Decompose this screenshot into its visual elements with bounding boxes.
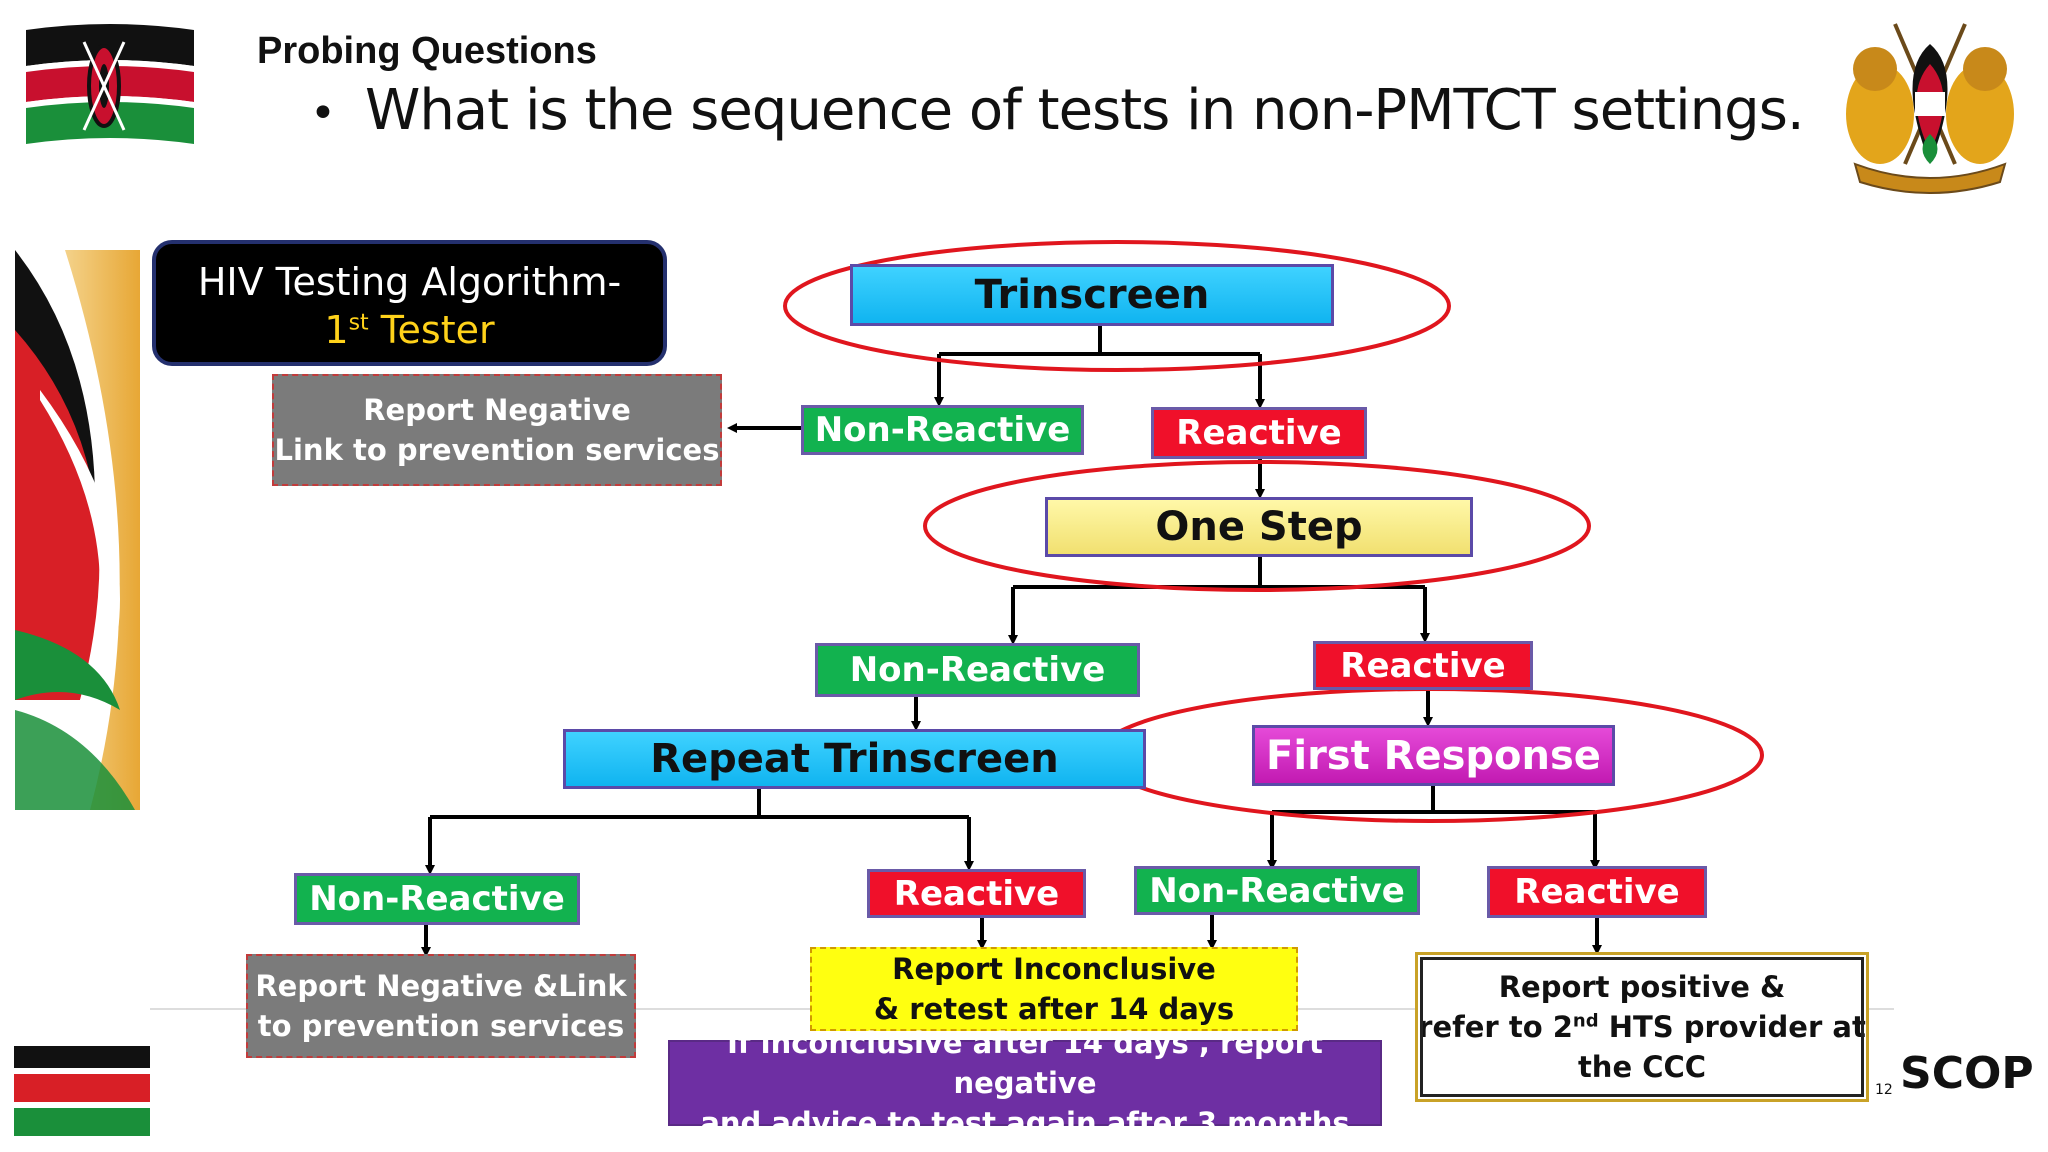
non-reactive-badge-4: Non-Reactive <box>1134 866 1420 915</box>
probing-question: What is the sequence of tests in non-PMT… <box>365 78 1805 143</box>
algorithm-title-line2: 1st Tester <box>324 308 495 352</box>
coat-of-arms-emblem <box>1835 14 2025 194</box>
one-step-box: One Step <box>1045 497 1473 557</box>
bullet-dot: • <box>310 88 336 139</box>
first-response-box: First Response <box>1252 725 1615 786</box>
report-negative-link-box: Report Negative &Link to prevention serv… <box>246 954 636 1058</box>
decorative-swoosh <box>10 250 140 810</box>
algorithm-title-line1: HIV Testing Algorithm- <box>197 260 622 304</box>
trinscreen-box: Trinscreen <box>850 264 1334 326</box>
highlight-ellipse-trinscreen <box>783 240 1451 372</box>
report-negative-box: Report Negative Link to prevention servi… <box>272 374 722 486</box>
slide-heading: Probing Questions <box>257 30 597 72</box>
inconclusive-followup-box: If inconclusive after 14 days , report n… <box>668 1026 1382 1140</box>
slide-number: 12 <box>1875 1082 1893 1098</box>
non-reactive-badge-3: Non-Reactive <box>294 873 580 925</box>
repeat-trinscreen-box: Repeat Trinscreen <box>563 729 1146 789</box>
footer-flag-strip <box>14 1046 150 1138</box>
reactive-badge-1: Reactive <box>1151 407 1367 459</box>
report-inconclusive-box: Report Inconclusive & retest after 14 da… <box>810 947 1298 1031</box>
algorithm-title: HIV Testing Algorithm- 1st Tester <box>152 240 667 366</box>
report-positive-box: Report positive & refer to 2nd HTS provi… <box>1415 952 1869 1102</box>
non-reactive-badge-2: Non-Reactive <box>815 643 1140 697</box>
kenya-flag <box>26 22 194 150</box>
footer-brand: SCOP <box>1900 1048 2034 1099</box>
non-reactive-badge-1: Non-Reactive <box>801 405 1084 455</box>
reactive-badge-4: Reactive <box>1487 866 1707 918</box>
reactive-badge-3: Reactive <box>867 869 1086 918</box>
highlight-ellipse-one-step <box>923 460 1591 592</box>
reactive-badge-2: Reactive <box>1313 641 1533 690</box>
